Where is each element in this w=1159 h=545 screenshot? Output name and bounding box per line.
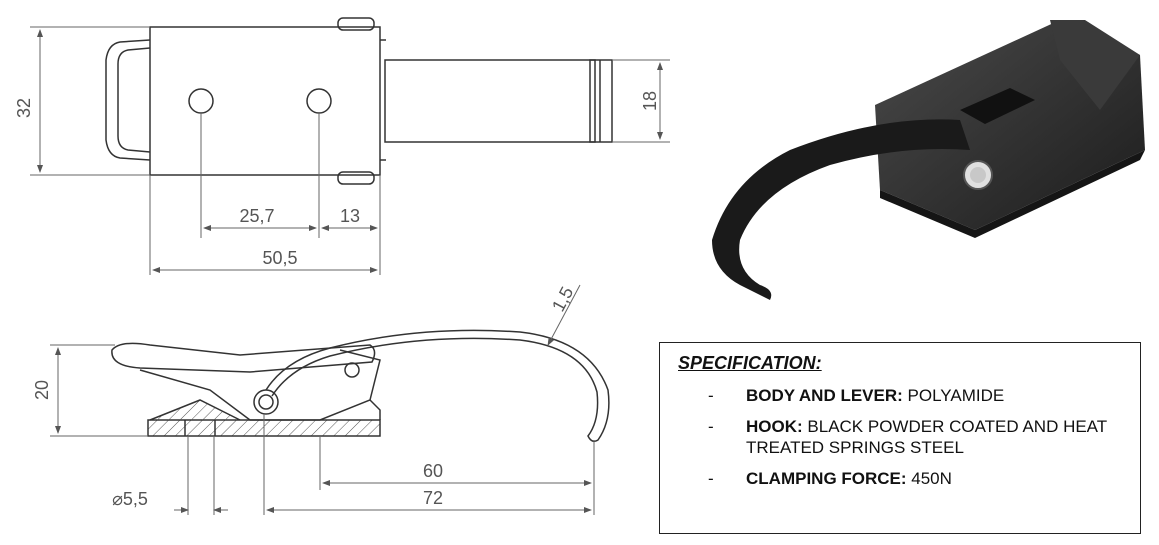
hook-profile bbox=[265, 329, 610, 443]
dim-60: 60 bbox=[423, 461, 443, 481]
spec-item-body: - BODY AND LEVER: POLYAMIDE bbox=[708, 386, 1005, 405]
dim-25-7: 25,7 bbox=[239, 206, 274, 226]
dim-20: 20 bbox=[32, 380, 52, 400]
dim-50-5: 50,5 bbox=[262, 248, 297, 268]
lever-cap-inner bbox=[117, 47, 151, 153]
dim-13: 13 bbox=[340, 206, 360, 226]
bottom-tab bbox=[337, 171, 375, 185]
dim-hole-dia: ⌀5,5 bbox=[112, 489, 148, 509]
dim-32: 32 bbox=[14, 98, 34, 118]
spec-list: - BODY AND LEVER: POLYAMIDE - HOOK: BLAC… bbox=[708, 385, 1128, 499]
spec-title: SPECIFICATION: bbox=[678, 353, 822, 373]
body-outline bbox=[149, 26, 381, 176]
specification-box: SPECIFICATION: - BODY AND LEVER: POLYAMI… bbox=[659, 342, 1141, 534]
spec-item-hook: - HOOK: BLACK POWDER COATED AND HEAT TRE… bbox=[708, 417, 1107, 457]
lever-profile bbox=[111, 342, 376, 373]
spec-item-force: - CLAMPING FORCE: 450N bbox=[708, 469, 952, 488]
dim-18: 18 bbox=[640, 91, 660, 111]
top-view-dimensions bbox=[30, 26, 670, 275]
hole-1 bbox=[188, 88, 214, 114]
top-tab bbox=[337, 17, 375, 31]
dim-72: 72 bbox=[423, 488, 443, 508]
side-view bbox=[111, 329, 610, 443]
dim-1-5: 1,5 bbox=[548, 283, 577, 314]
hook-shaft bbox=[384, 59, 596, 143]
body-wedge bbox=[149, 399, 241, 421]
lever-cap-outline bbox=[105, 39, 151, 161]
product-render bbox=[712, 20, 1145, 300]
side-view-dimensions bbox=[50, 284, 595, 515]
hook-end bbox=[589, 59, 613, 143]
top-view bbox=[105, 17, 613, 185]
pin bbox=[344, 362, 360, 378]
hole-2 bbox=[306, 88, 332, 114]
